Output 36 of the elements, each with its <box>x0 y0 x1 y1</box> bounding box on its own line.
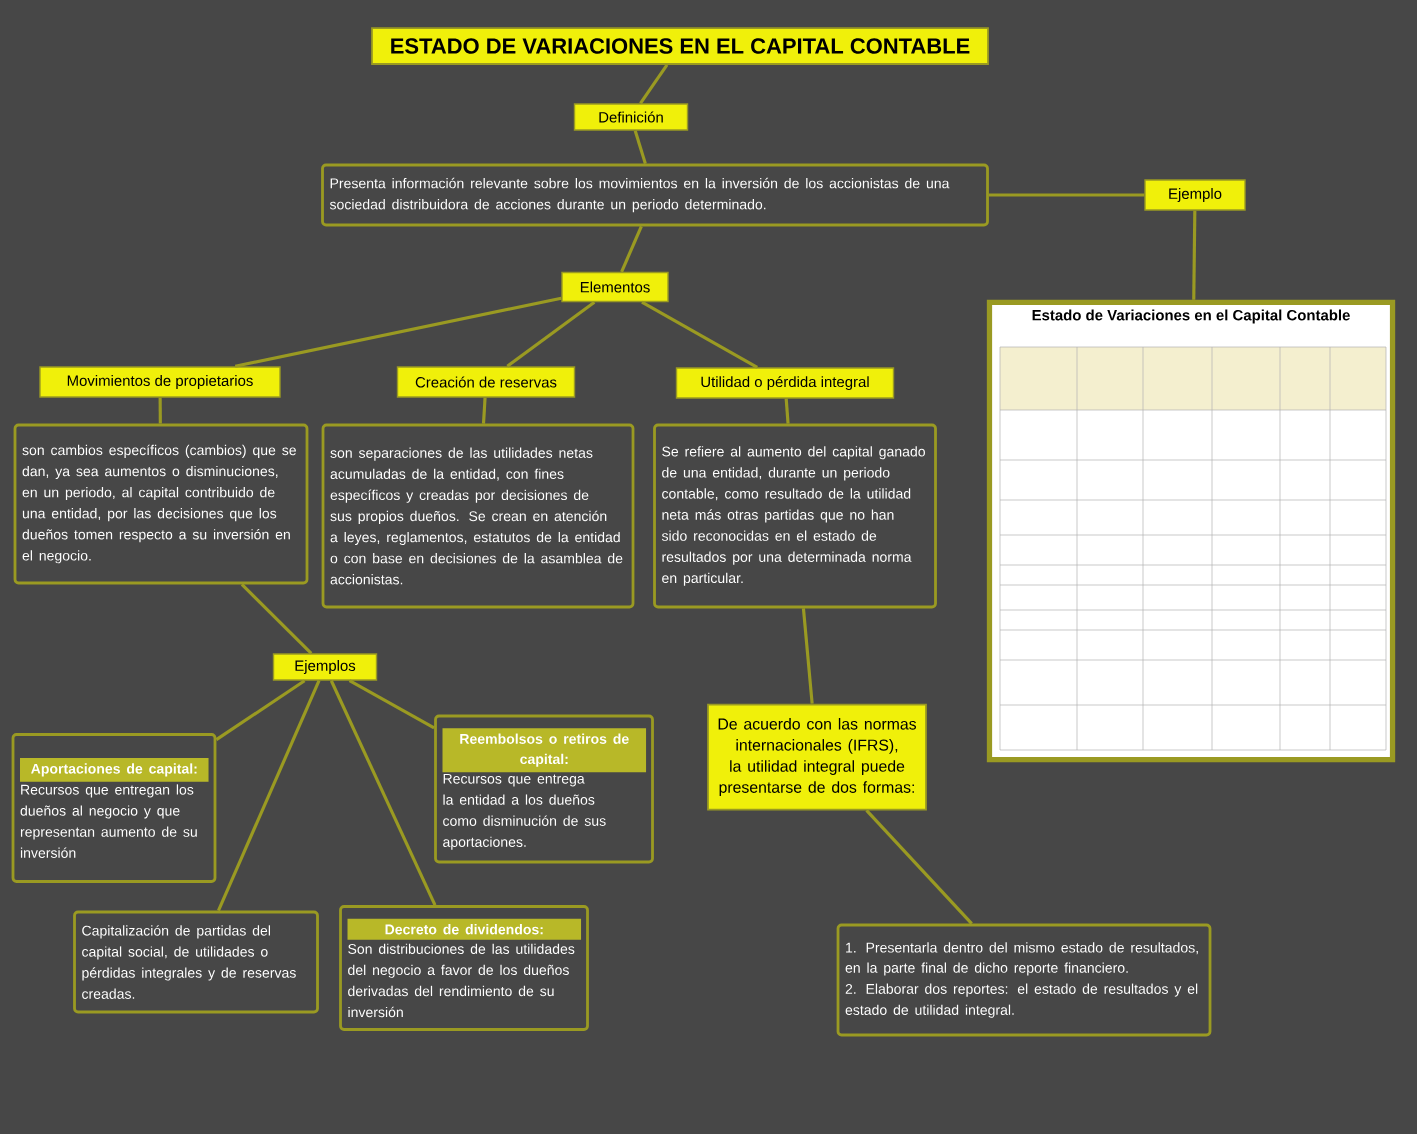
connector-line <box>620 225 643 273</box>
text-box: 1. Presentarla dentro del mismo estado de resultados, en la parte final de dicho reporte financiero. 2. Elaborar dos reportes: el estado de resultados y el estado de utilidad integral. <box>836 923 1212 1037</box>
connector-line <box>639 64 669 105</box>
connector-line <box>784 398 790 424</box>
heading-tag: Creación de reservas <box>396 366 576 398</box>
connector-line <box>158 397 162 424</box>
title-box: ESTADO DE VARIACIONES EN EL CAPITAL CONTABLE <box>371 27 989 65</box>
text-box: Reembolsos o retiros de capital: Recursos que entrega la entidad a los dueños como disminución de sus aportaciones. <box>434 714 654 864</box>
text-box: Se refiere al aumento del capital ganado de una entidad, durante un periodo contable, como resultado de la utilidad neta más otras partidas que no han sido reconocidas en el estado de resultados por una determinada norma en particular. <box>653 423 937 609</box>
connector-line <box>641 300 758 369</box>
connector-line <box>988 193 1145 197</box>
heading-tag: Ejemplo <box>1144 179 1246 211</box>
connector-line <box>801 608 814 704</box>
text-box: Decreto de dividendos: Son distribuciones de las utilidades del negocio a favor de los dueños derivadas del rendimiento de su inversión <box>339 905 589 1031</box>
heading-tag: Elementos <box>561 271 669 303</box>
connector-line <box>348 679 435 730</box>
highlight-box: De acuerdo con las normas internacionales (IFRS), la utilidad integral puede presentarse de dos formas: <box>707 703 927 811</box>
connector-line <box>217 680 321 912</box>
connector-line <box>1192 210 1197 300</box>
connector-line <box>215 679 306 741</box>
heading-tag: Movimientos de propietarios <box>39 366 281 398</box>
connector-line <box>633 130 647 165</box>
text-box: son cambios específicos (cambios) que se dan, ya sea aumentos o disminuciones, en un periodo, al capital contribuido de una entidad, por las decisiones que los dueños tomen respecto a su inversión en el negocio. <box>13 423 309 585</box>
text-box: Capitalización de partidas del capital social, de utilidades o pérdidas integrales y de reservas creadas. <box>73 910 319 1014</box>
text-box: Aportaciones de capital: Recursos que entregan los dueños al negocio y que representan aumento de su inversión <box>11 733 217 883</box>
text-box: son separaciones de las utilidades netas acumuladas de la entidad, con fines específicos y creadas por decisiones de sus propios dueños. Se crean en atención a leyes, reglamentos, estatutos de la entidad o con base en decisiones de la asamblea de accionistas. <box>321 423 635 609</box>
heading-tag: Definición <box>573 103 689 131</box>
connector-line <box>865 809 973 925</box>
heading-tag: Ejemplos <box>272 653 378 681</box>
connector-line <box>234 296 562 368</box>
connector-line <box>329 680 437 906</box>
connector-line <box>481 397 487 424</box>
connector-line <box>240 583 313 655</box>
connector-line <box>506 300 596 368</box>
heading-tag: Utilidad o pérdida integral <box>675 367 895 399</box>
text-box: Presenta información relevante sobre los movimientos en la inversión de los accionistas de una sociedad distribuidora de acciones durante un periodo determinado. <box>321 163 989 227</box>
